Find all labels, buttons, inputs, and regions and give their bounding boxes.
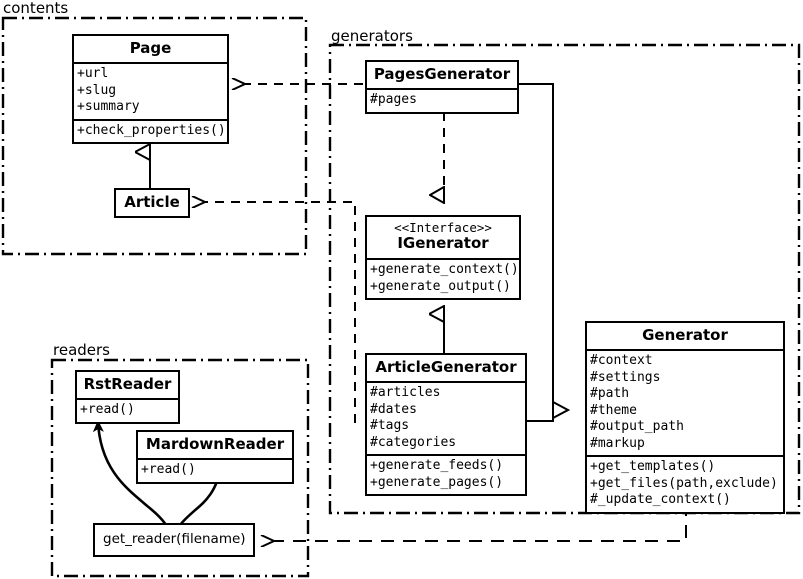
method: +get_templates() xyxy=(590,459,716,474)
method: +get_files(path,exclude) xyxy=(590,475,778,491)
rel-articlegen-article xyxy=(204,202,356,423)
attribute: #dates xyxy=(370,401,417,417)
class-name-article-generator: ArticleGenerator xyxy=(375,358,517,376)
method: +read() xyxy=(141,462,196,477)
package-label-generators: generators xyxy=(331,27,413,45)
attribute: #output_path xyxy=(590,419,684,434)
class-box-rst-reader[interactable]: RstReader +read() xyxy=(75,370,180,424)
class-name-rst-reader: RstReader xyxy=(83,375,172,393)
method: +read() xyxy=(80,402,135,417)
class-attributes-pages-generator: #pages xyxy=(367,88,517,112)
attribute: #articles xyxy=(370,385,441,400)
class-methods-mardown-reader: +read() xyxy=(138,458,292,482)
class-name-mardown-reader: MardownReader xyxy=(145,435,285,453)
attribute: #context xyxy=(590,353,653,368)
class-attributes-generator: #context #settings #path #theme #output_… xyxy=(587,349,783,455)
class-attributes-page: +url +slug +summary xyxy=(74,62,227,119)
class-box-article-generator[interactable]: ArticleGenerator #articles #dates #tags … xyxy=(365,353,527,496)
package-label-readers: readers xyxy=(53,341,110,359)
class-name-page: Page xyxy=(129,39,172,57)
class-box-igenerator[interactable]: <<Interface>> IGenerator +generate_conte… xyxy=(365,215,521,300)
attribute: +slug xyxy=(77,82,117,98)
function-name-get-reader: get_reader(filename) xyxy=(103,531,246,547)
class-name-igenerator: IGenerator xyxy=(397,234,489,252)
method: +generate_output() xyxy=(370,278,511,294)
method: +generate_pages() xyxy=(370,474,504,490)
class-name-pages-generator: PagesGenerator xyxy=(373,65,511,83)
attribute: #tags xyxy=(370,418,410,433)
class-methods-article-generator: +generate_feeds() +generate_pages() xyxy=(367,454,525,494)
attribute: #settings xyxy=(590,369,661,385)
class-name-generator: Generator xyxy=(642,326,728,344)
method: +generate_context() xyxy=(370,262,519,277)
class-box-generator[interactable]: Generator #context #settings #path #them… xyxy=(585,321,785,514)
attribute: #categories xyxy=(370,434,457,450)
method: +check_properties() xyxy=(77,122,226,138)
package-label-contents: contents xyxy=(3,0,69,17)
class-box-article[interactable]: Article xyxy=(114,188,190,218)
attribute: #path xyxy=(590,386,630,401)
class-name-article: Article xyxy=(124,193,180,211)
method: #_update_context() xyxy=(590,492,731,507)
class-box-pages-generator[interactable]: PagesGenerator #pages xyxy=(365,60,519,114)
class-methods-rst-reader: +read() xyxy=(77,398,178,422)
attribute: +summary xyxy=(77,99,140,114)
class-methods-generator: +get_templates() +get_files(path,exclude… xyxy=(587,455,783,512)
attribute: #pages xyxy=(370,92,417,107)
class-header-igenerator: <<Interface>> IGenerator xyxy=(367,217,519,258)
class-methods-igenerator: +generate_context() +generate_output() xyxy=(367,258,519,298)
method: +generate_feeds() xyxy=(370,458,504,473)
rel-articlegen-generator xyxy=(527,410,554,422)
attribute: +url xyxy=(77,66,109,81)
function-box-get-reader[interactable]: get_reader(filename) xyxy=(93,523,255,557)
class-box-page[interactable]: Page +url +slug +summary +check_properti… xyxy=(72,34,229,144)
class-attributes-article-generator: #articles #dates #tags #categories xyxy=(367,381,525,454)
attribute: #theme xyxy=(590,402,637,418)
class-stereotype-igenerator: <<Interface>> xyxy=(394,220,492,235)
class-methods-page: +check_properties() xyxy=(74,118,227,143)
class-box-mardown-reader[interactable]: MardownReader +read() xyxy=(136,430,294,484)
attribute: #markup xyxy=(590,435,645,451)
